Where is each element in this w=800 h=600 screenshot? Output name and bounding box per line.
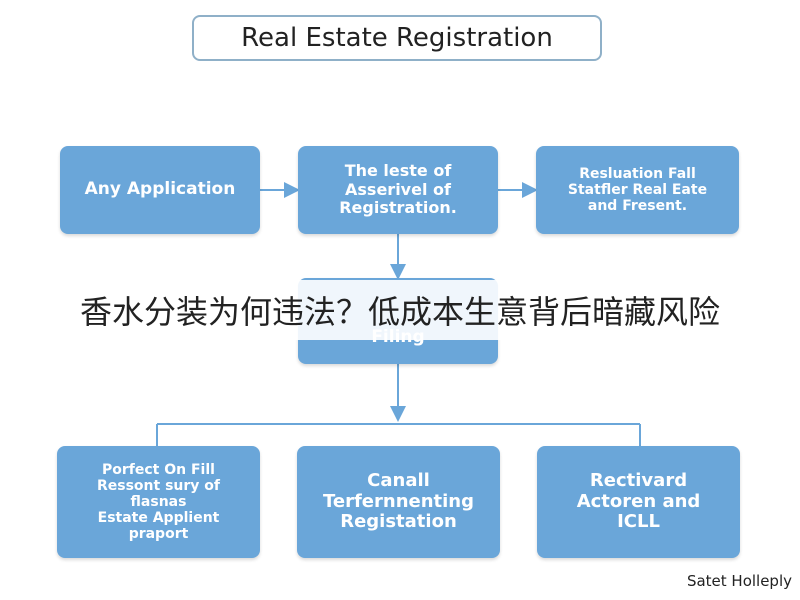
box-canall: Canall Terfernnenting Registation — [297, 446, 500, 558]
footer-label: Satet Holleply — [686, 572, 792, 590]
overlay-caption: 香水分装为何违法？低成本生意背后暗藏风险 — [0, 280, 800, 340]
box-rectivard: Rectivard Actoren and ICLL — [537, 446, 740, 558]
diagram-title: Real Estate Registration — [192, 15, 602, 61]
box-assessment: The leste of Asserivel of Registration. — [298, 146, 498, 234]
box-perfect: Porfect On Fill Ressont sury of flasnas … — [57, 446, 260, 558]
box-resolution: Resluation Fall Statfler Real Eate and F… — [536, 146, 739, 234]
box-application: Any Application — [60, 146, 260, 234]
